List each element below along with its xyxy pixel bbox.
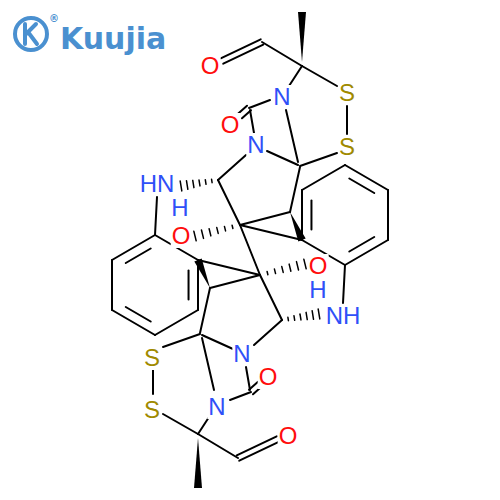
bond-line <box>126 249 151 264</box>
atom-label: S <box>338 81 356 105</box>
bond-line <box>346 106 348 134</box>
bond-line <box>260 275 282 320</box>
atom-label: O <box>278 424 299 448</box>
atom-label: N <box>246 133 265 157</box>
bond-line <box>387 190 389 240</box>
watermark-text: Kuujia <box>60 24 166 54</box>
bond-line <box>266 272 268 275</box>
bond-line <box>240 225 260 275</box>
bond-line <box>302 165 345 190</box>
bond-line <box>345 165 388 190</box>
bond-line <box>299 314 301 320</box>
bond-line <box>202 335 233 349</box>
bond-line <box>112 235 155 260</box>
bond-line <box>194 231 196 241</box>
bond-line <box>155 197 157 235</box>
bond-line <box>205 180 207 185</box>
bond-line <box>211 179 213 182</box>
bond-line <box>312 311 313 320</box>
bond-line <box>218 180 240 225</box>
bond-line <box>180 181 182 191</box>
bond-line <box>286 110 298 162</box>
atom-label: N <box>207 395 226 419</box>
atom-label: H <box>308 278 327 302</box>
bond-line <box>188 271 190 300</box>
bond-line <box>152 366 154 394</box>
bond-line <box>246 367 250 390</box>
atom-label: N <box>232 342 251 366</box>
atom-label: O <box>171 224 192 248</box>
atom-label: NH <box>325 304 362 328</box>
bond-line <box>223 45 263 64</box>
bond-line <box>287 317 289 320</box>
bond-line <box>112 310 155 335</box>
wedge-bond <box>194 438 202 488</box>
bond-line <box>210 275 260 288</box>
atom-label: HN <box>139 172 176 196</box>
bond-line <box>343 265 345 303</box>
bond-line <box>224 226 225 231</box>
bond-line <box>345 240 388 265</box>
bond-line <box>200 288 210 333</box>
bond-line <box>349 179 374 194</box>
bond-line <box>262 42 302 66</box>
bond-line <box>289 264 291 271</box>
bond-line <box>302 66 337 86</box>
bond-line <box>349 237 374 252</box>
atom-label: O <box>308 254 329 278</box>
bond-line <box>237 436 277 455</box>
atom-label: O <box>200 54 221 78</box>
bond-line <box>198 434 238 458</box>
atom-label: S <box>143 398 161 422</box>
bond-line <box>202 338 214 390</box>
bond-line <box>240 212 290 225</box>
atom-label: S <box>143 346 161 370</box>
bond-line <box>289 66 302 86</box>
atom-label: H <box>170 196 189 220</box>
watermark-logo <box>15 18 47 50</box>
bond-line <box>274 269 275 274</box>
bond-line <box>230 392 251 400</box>
bond-line <box>163 414 198 434</box>
bond-line <box>306 312 307 319</box>
bond-line <box>293 316 295 321</box>
bond-line <box>155 310 198 335</box>
wedge-bond <box>298 12 306 62</box>
bond-line <box>218 155 246 180</box>
bond-line <box>163 334 200 347</box>
bond-line <box>201 230 203 238</box>
bond-line <box>198 260 260 275</box>
bond-line <box>290 167 300 212</box>
bond-line <box>282 267 283 273</box>
bond-line <box>254 320 282 345</box>
bond-line <box>300 153 337 166</box>
bond-line <box>217 228 218 234</box>
bond-line <box>240 225 302 240</box>
bond-line <box>249 100 270 108</box>
bond-line <box>111 260 113 310</box>
bond-line <box>186 181 187 190</box>
bond-line <box>250 110 254 133</box>
bond-line <box>301 190 303 240</box>
bond-line <box>193 180 194 187</box>
bond-line <box>296 262 298 270</box>
atom-label: S <box>338 135 356 159</box>
bond-line <box>267 151 298 165</box>
bond-line <box>318 309 320 319</box>
atom-label: O <box>220 113 241 137</box>
bond-line <box>198 180 200 186</box>
bond-line <box>209 229 211 236</box>
atom-label: N <box>272 85 291 109</box>
bond-line <box>126 307 151 322</box>
atom-label: O <box>258 365 279 389</box>
registered-mark: ® <box>49 14 59 24</box>
bond-line <box>310 201 312 230</box>
bond-line <box>231 225 233 228</box>
bond-line <box>304 259 306 269</box>
